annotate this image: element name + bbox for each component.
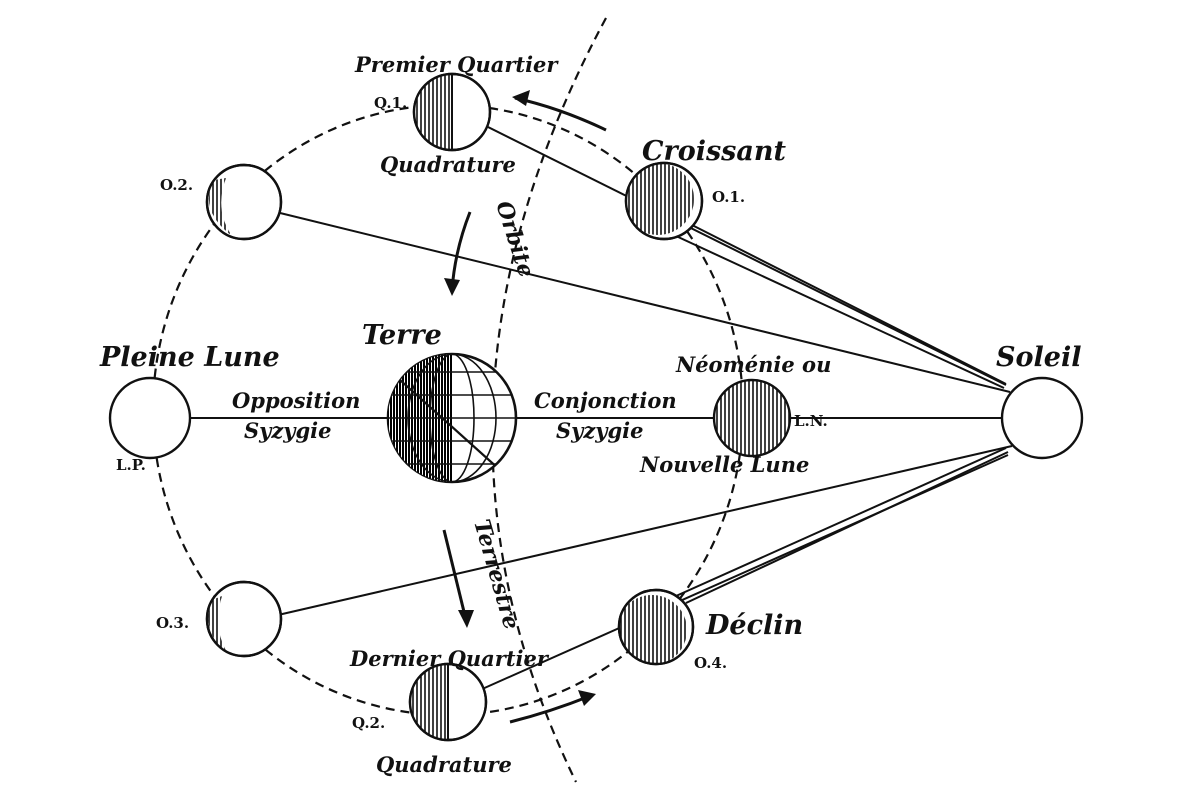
- label-nouvelle-lune: Nouvelle Lune: [639, 452, 809, 477]
- ray-q2: [479, 454, 1009, 691]
- position-codes: Q.1. O.2. O.1. L.P. L.N. O.3. O.4. Q.2.: [116, 94, 828, 732]
- arrow-bottom-head: [578, 690, 596, 706]
- arrow-left-upper: [450, 211, 472, 291]
- label-syzygie-left: Syzygie: [244, 418, 332, 443]
- full-moon: [108, 376, 192, 460]
- label-pleine-lune: Pleine Lune: [99, 342, 280, 373]
- ray-o4-b: [675, 447, 1007, 597]
- code-q1: Q.1.: [374, 94, 407, 112]
- label-dernier-quartier: Dernier Quartier: [349, 646, 550, 671]
- sun-rays: [150, 125, 1042, 691]
- code-ln: L.N.: [794, 412, 828, 430]
- label-terre: Terre: [362, 320, 442, 351]
- orbit-arrows: [442, 90, 607, 724]
- code-lp: L.P.: [116, 456, 146, 474]
- label-opposition: Opposition: [232, 388, 360, 413]
- ray-o3: [277, 445, 1013, 616]
- ray-o1-a: [689, 223, 1007, 385]
- arrow-left-upper-head: [444, 278, 460, 296]
- first-quarter-moon: [412, 72, 492, 152]
- sun: [1000, 376, 1084, 460]
- label-orbite: Orbite: [490, 198, 539, 281]
- label-conjonction: Conjonction: [534, 388, 677, 413]
- code-o3: O.3.: [156, 614, 189, 632]
- last-quarter-moon: [408, 662, 488, 742]
- label-terrestre: Terrestre: [468, 516, 524, 632]
- label-croissant: Croissant: [642, 136, 787, 167]
- code-o2: O.2.: [160, 176, 193, 194]
- arrow-top-head: [512, 90, 530, 106]
- crescent-moon: [624, 161, 704, 241]
- gibbous-moon-upper: [205, 163, 283, 241]
- label-soleil: Soleil: [996, 342, 1081, 373]
- labels: Premier Quartier Quadrature Croissant Pl…: [99, 52, 1081, 777]
- ray-o1-b: [675, 235, 1005, 389]
- ray-o2: [275, 211, 1011, 393]
- gibbous-moon-lower: [205, 580, 283, 658]
- waning-moon: [617, 588, 695, 666]
- ray-o4-a: [685, 451, 1009, 604]
- arrow-left-lower-head: [458, 610, 474, 628]
- new-moon: [712, 378, 792, 458]
- label-neomenie: Néoménie ou: [675, 352, 831, 377]
- code-q2: Q.2.: [352, 714, 385, 732]
- label-quadrature-bottom: Quadrature: [376, 752, 512, 777]
- ray-q1: [485, 125, 1007, 386]
- label-quadrature-top: Quadrature: [380, 152, 516, 177]
- label-declin: Déclin: [705, 610, 803, 641]
- code-o4: O.4.: [694, 654, 727, 672]
- arrow-bottom: [509, 694, 591, 724]
- earth: [386, 352, 518, 484]
- code-o1: O.1.: [712, 188, 745, 206]
- label-syzygie-right: Syzygie: [556, 418, 644, 443]
- label-premier-quartier: Premier Quartier: [354, 52, 559, 77]
